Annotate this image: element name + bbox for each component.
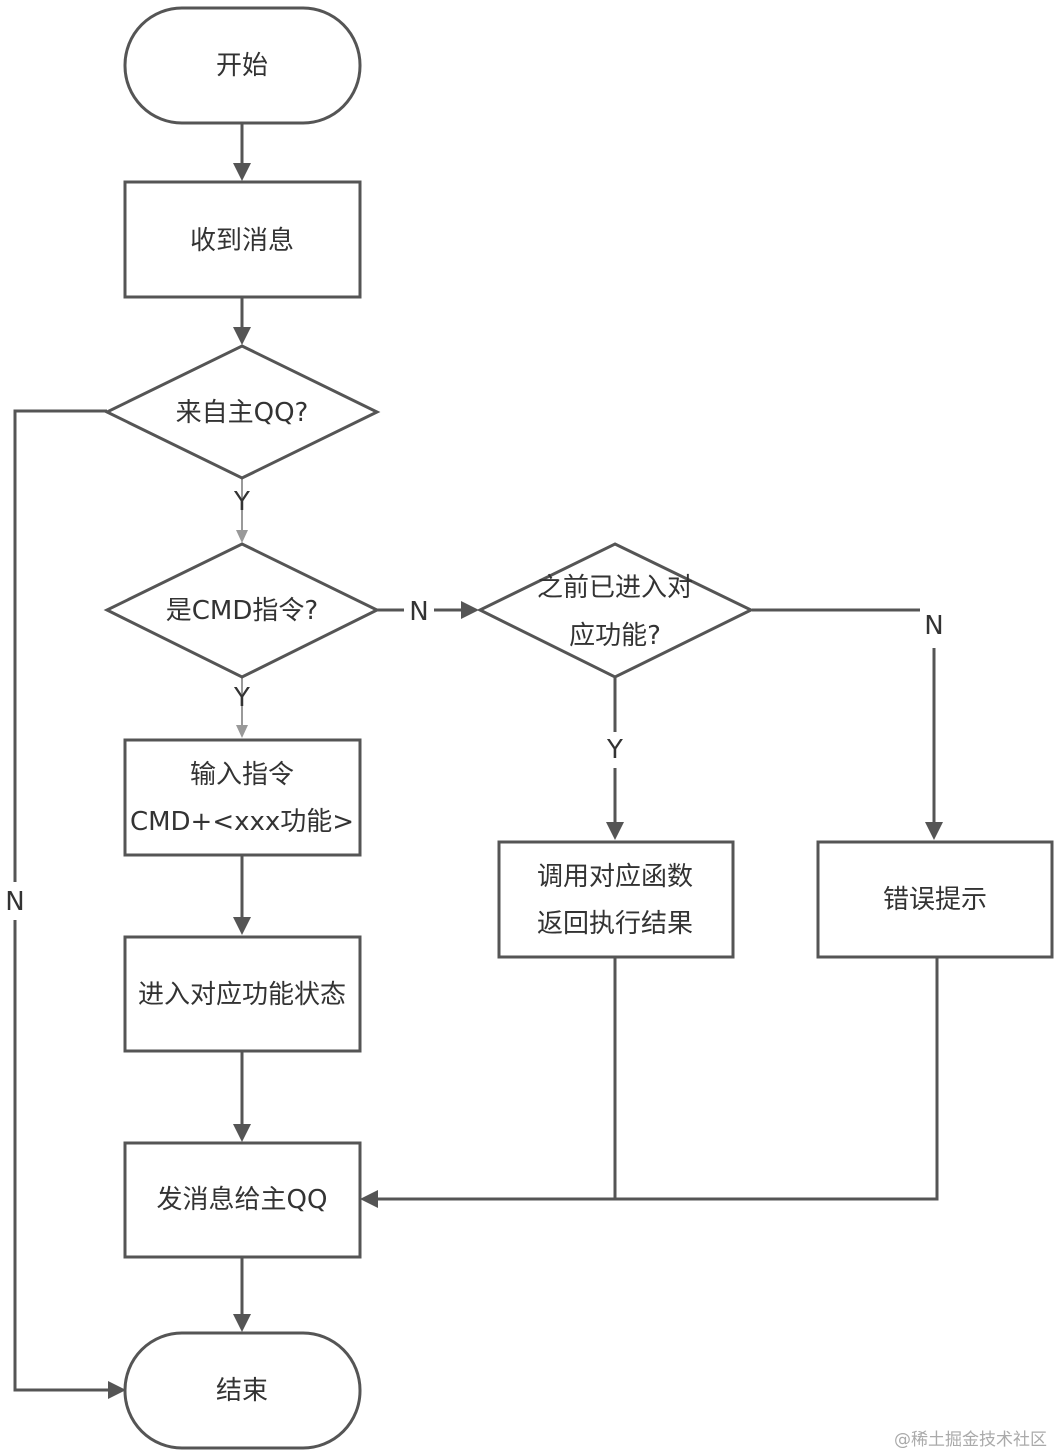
node-call-func-label-1: 调用对应函数 (537, 862, 693, 892)
watermark: @稀土掘金技术社区 (894, 1430, 1047, 1450)
arrowhead-input-cmd-to-enter-state (233, 917, 251, 935)
node-end (123, 1331, 362, 1450)
label-bg-entered-yes (602, 732, 628, 768)
label-bg-from-master-no (2, 882, 28, 920)
node-error-tip-label: 错误提示 (883, 885, 987, 915)
node-is-cmd-label: 是CMD指令? (166, 596, 318, 626)
label-is-cmd-yes: Y (233, 683, 250, 713)
arrowhead-enter-state-to-send-master (233, 1124, 251, 1142)
label-from-master-no: N (5, 887, 24, 917)
label-bg-is-cmd-no (404, 594, 434, 626)
node-send-master-label: 发消息给主QQ (157, 1185, 328, 1215)
node-send-master (123, 1141, 362, 1259)
node-input-cmd-label-2: CMD+<xxx功能> (130, 807, 354, 837)
arrowhead-is-cmd-to-input-cmd (236, 725, 248, 738)
label-entered-no: N (924, 611, 943, 641)
label-is-cmd-no: N (409, 597, 428, 627)
node-input-cmd-label-1: 输入指令 (190, 760, 294, 790)
arrowhead-entered-to-call-func (606, 822, 624, 840)
node-start-label: 开始 (216, 51, 268, 81)
edge-error-tip-to-send-master (376, 957, 939, 1201)
node-entered-before (476, 542, 755, 679)
node-receive (123, 180, 362, 299)
node-enter-state-label: 进入对应功能状态 (138, 980, 346, 1010)
label-from-master-yes: Y (233, 487, 250, 517)
node-from-master-label: 来自主QQ? (176, 398, 309, 428)
node-enter-state (123, 935, 362, 1053)
arrowhead-into-send-master (360, 1190, 378, 1208)
node-end-label: 结束 (216, 1376, 268, 1406)
edge-entered-to-error-tip (752, 608, 936, 824)
node-entered-before-label-1: 之前已进入对 (537, 573, 693, 603)
arrowhead-entered-to-error-tip (925, 822, 943, 840)
arrowhead-send-master-to-end (233, 1314, 251, 1332)
node-error-tip (816, 840, 1054, 959)
label-entered-yes: Y (606, 735, 623, 765)
node-is-cmd (103, 542, 381, 679)
node-start (123, 6, 362, 125)
arrowhead-is-cmd-to-entered-before (461, 601, 479, 619)
arrowhead-from-master-to-is-cmd (236, 530, 248, 543)
edge-from-master-to-end (13, 409, 110, 1392)
label-bg-entered-no (920, 606, 948, 648)
node-call-func (497, 840, 735, 959)
node-input-cmd (123, 738, 362, 857)
node-receive-label: 收到消息 (190, 226, 294, 256)
node-from-master (103, 344, 381, 480)
arrowhead-start-to-receive (233, 163, 251, 181)
arrowhead-receive-to-from-master (233, 327, 251, 345)
node-entered-before-label-2: 应功能? (569, 621, 661, 651)
arrowhead-from-master-to-end (108, 1381, 126, 1399)
node-call-func-label-2: 返回执行结果 (537, 909, 693, 939)
